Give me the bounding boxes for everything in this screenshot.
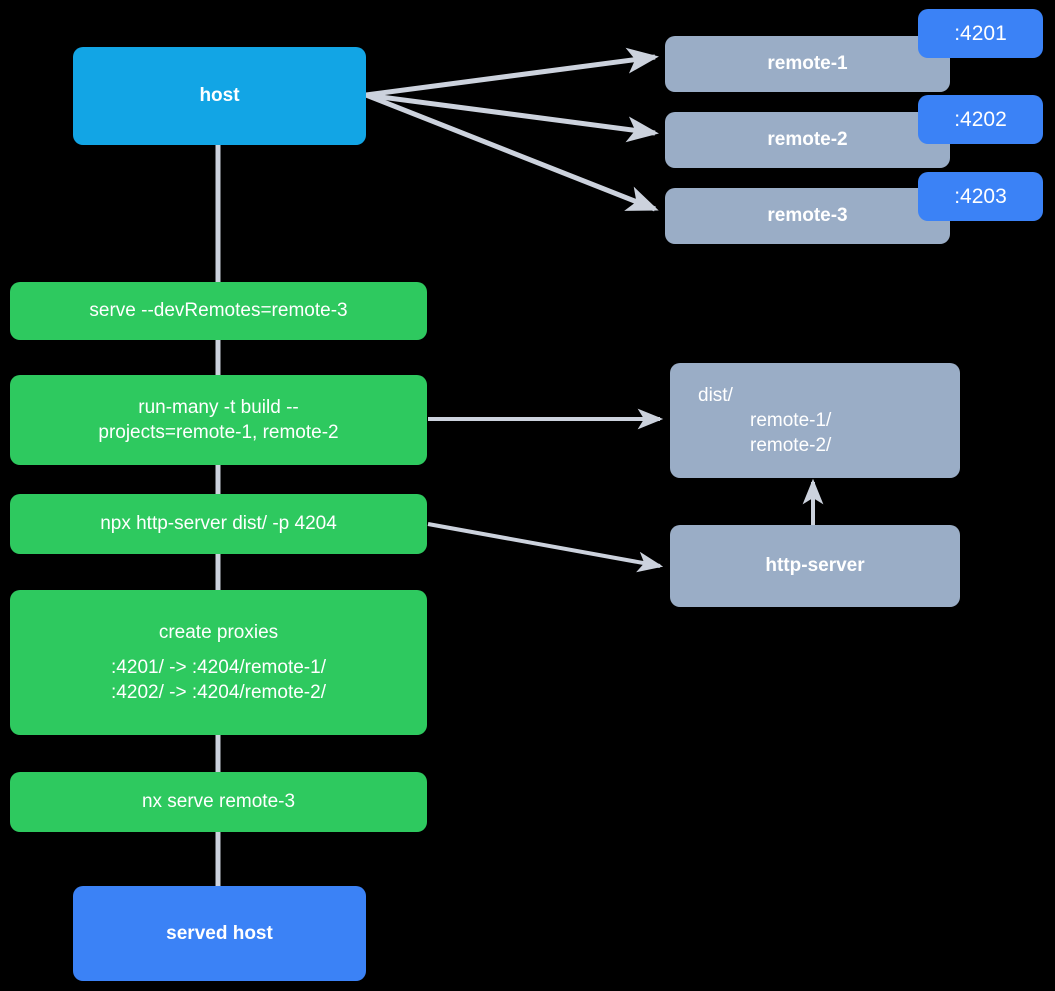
dist-folder-remote-1: remote-1/ — [750, 409, 832, 431]
node-host-label: host — [199, 85, 240, 107]
node-remote-1[interactable]: remote-1 — [665, 36, 950, 92]
node-remote-2[interactable]: remote-2 — [665, 112, 950, 168]
node-dist-folder[interactable]: dist/ remote-1/ remote-2/ — [670, 363, 960, 478]
port-badge-remote-2-label: :4202 — [954, 107, 1007, 131]
node-host[interactable]: host — [73, 47, 366, 145]
node-command-run-many-label: run-many -t build -- projects=remote-1, … — [98, 396, 339, 443]
node-command-nx-serve-remote-3[interactable]: nx serve remote-3 — [10, 772, 427, 832]
node-command-npx-http-server[interactable]: npx http-server dist/ -p 4204 — [10, 494, 427, 554]
create-proxies-rule-2: :4202/ -> :4204/remote-2/ — [111, 682, 326, 704]
node-remote-2-label: remote-2 — [767, 129, 848, 151]
edge-host-to-remote-2 — [365, 92, 659, 143]
node-remote-1-label: remote-1 — [767, 53, 848, 75]
node-command-serve[interactable]: serve --devRemotes=remote-3 — [10, 282, 427, 340]
port-badge-remote-1[interactable]: :4201 — [918, 9, 1043, 58]
create-proxies-title: create proxies — [158, 621, 279, 643]
node-remote-3-label: remote-3 — [767, 205, 848, 227]
node-http-server-label: http-server — [765, 555, 865, 577]
node-served-host-label: served host — [166, 922, 273, 944]
port-badge-remote-3[interactable]: :4203 — [918, 172, 1043, 221]
node-served-host[interactable]: served host — [73, 886, 366, 981]
node-command-npx-http-server-label: npx http-server dist/ -p 4204 — [100, 513, 337, 535]
port-badge-remote-1-label: :4201 — [954, 21, 1007, 45]
edge-host-to-remote-1 — [365, 47, 659, 98]
edge-host-to-remote-3 — [365, 92, 659, 212]
node-remote-3[interactable]: remote-3 — [665, 188, 950, 244]
dist-folder-root: dist/ — [698, 384, 733, 406]
node-command-create-proxies[interactable]: create proxies :4201/ -> :4204/remote-1/… — [10, 590, 427, 735]
node-http-server[interactable]: http-server — [670, 525, 960, 607]
dist-folder-remote-2: remote-2/ — [750, 435, 832, 457]
node-command-run-many[interactable]: run-many -t build -- projects=remote-1, … — [10, 375, 427, 465]
edge-npx-to-http-server — [427, 522, 664, 573]
create-proxies-rule-1: :4201/ -> :4204/remote-1/ — [111, 657, 326, 679]
node-command-nx-serve-label: nx serve remote-3 — [141, 791, 296, 813]
port-badge-remote-3-label: :4203 — [954, 184, 1007, 208]
port-badge-remote-2[interactable]: :4202 — [918, 95, 1043, 144]
node-command-serve-label: serve --devRemotes=remote-3 — [89, 300, 348, 322]
